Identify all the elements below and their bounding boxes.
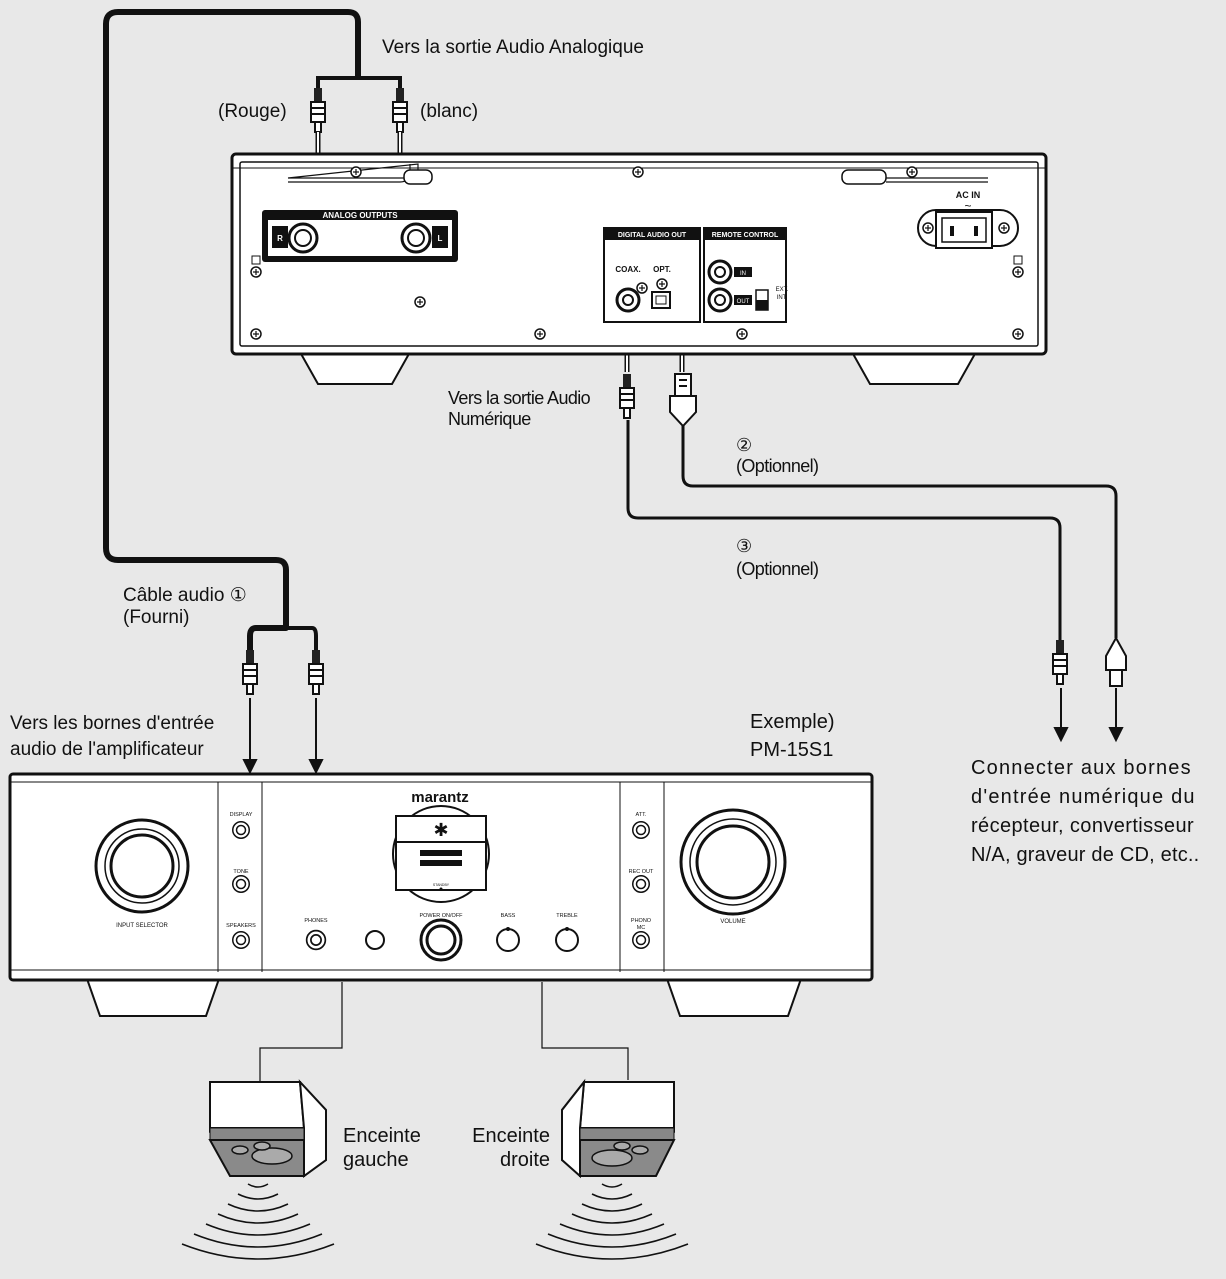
power-label: POWER ON/OFF — [419, 913, 463, 919]
ac-inlet: AC IN ~ — [917, 190, 1019, 249]
analog-outputs-label: ANALOG OUTPUTS — [322, 211, 398, 220]
phono-label: PHONO — [631, 918, 652, 924]
tone-label: TONE — [233, 869, 249, 875]
label-connect-3: récepteur, convertisseur — [971, 815, 1195, 837]
label-option-2-number: ② — [736, 435, 752, 455]
speakers-label: SPEAKERS — [226, 923, 256, 929]
level-meter: ✱ STANDBY — [392, 805, 490, 903]
label-audio-cable-1: Câble audio ① — [123, 585, 247, 606]
opt-label: OPT. — [653, 265, 671, 274]
int-label: INT. — [777, 295, 788, 301]
coax-rca-plug — [619, 373, 635, 419]
optical-plug — [669, 373, 697, 428]
speaker-left — [181, 1079, 335, 1260]
optical-plug-end — [1105, 635, 1127, 687]
bass-knob: BASS — [496, 913, 520, 952]
coax-rca-plug-end — [1052, 639, 1068, 685]
marantz-logo: marantz — [411, 789, 469, 806]
treble-label: TREBLE — [556, 913, 578, 919]
rca-plug-white-top — [392, 87, 408, 133]
label-option-3-number: ③ — [736, 536, 752, 556]
rca-plug-amp-left — [242, 649, 258, 695]
digital-audio-out-label: DIGITAL AUDIO OUT — [618, 232, 687, 239]
coax-label: COAX. — [615, 265, 640, 274]
remote-control-block: REMOTE CONTROL IN OUT EXT. INT. — [703, 227, 789, 323]
label-rouge: (Rouge) — [218, 101, 287, 122]
label-connect-2: d'entrée numérique du — [971, 786, 1196, 808]
speaker-wires — [259, 982, 629, 1082]
speaker-right — [535, 1078, 689, 1260]
ac-symbol: ~ — [964, 199, 971, 213]
standby-label: STANDBY — [433, 883, 450, 887]
rca-plug-amp-right — [308, 649, 324, 695]
label-connect-4: N/A, graveur de CD, etc.. — [971, 844, 1200, 866]
att-label: ATT. — [636, 812, 647, 818]
label-connect-1: Connecter aux bornes — [971, 757, 1192, 779]
label-blanc: (blanc) — [420, 101, 479, 122]
r-label: R — [277, 234, 283, 243]
amplifier-front-panel: marantz INPUT SELECTOR VOLUME DISPLAY TO… — [8, 772, 874, 1017]
volume-knob: VOLUME — [679, 808, 787, 925]
label-example-2: PM-15S1 — [750, 739, 834, 761]
label-speaker-left-1: Enceinte — [343, 1125, 421, 1147]
cd-player-rear-panel: ANALOG OUTPUTS R L DIGITAL AUDIO OUT COA… — [230, 152, 1048, 385]
rec-out-label: REC OUT — [629, 869, 654, 875]
input-selector-knob: INPUT SELECTOR — [94, 818, 190, 929]
analog-outputs-block: ANALOG OUTPUTS R L — [262, 210, 458, 262]
coaxial-cable-3 — [624, 308, 1062, 640]
out-label: OUT — [737, 299, 750, 305]
label-amp-input-2: audio de l'amplificateur — [10, 739, 204, 760]
star-icon: ✱ — [433, 820, 448, 840]
in-label: IN — [740, 271, 746, 277]
ac-in-label: AC IN — [956, 190, 981, 200]
digital-audio-out-block: DIGITAL AUDIO OUT COAX. OPT. — [603, 227, 701, 323]
label-speaker-right-1: Enceinte — [472, 1125, 550, 1147]
phones-label: PHONES — [304, 918, 328, 924]
mc-label: MC — [637, 925, 646, 931]
label-option-3-text: (Optionnel) — [736, 559, 819, 579]
display-label: DISPLAY — [230, 812, 253, 818]
label-analog-output: Vers la sortie Audio Analogique — [382, 37, 644, 58]
label-digital-output-2: Numérique — [448, 409, 531, 429]
rca-plug-red-top — [310, 87, 326, 133]
input-selector-label: INPUT SELECTOR — [116, 923, 168, 929]
label-amp-input-1: Vers les bornes d'entrée — [10, 713, 215, 734]
analog-audio-cable — [103, 9, 402, 650]
arrows — [242, 688, 1124, 775]
label-digital-output-1: Vers la sortie Audio — [448, 388, 591, 408]
label-speaker-left-2: gauche — [343, 1149, 409, 1171]
bass-label: BASS — [501, 913, 516, 919]
ext-label: EXT. — [776, 287, 789, 293]
label-speaker-right-2: droite — [499, 1149, 550, 1171]
l-label: L — [438, 234, 443, 243]
label-example-1: Exemple) — [750, 711, 835, 733]
remote-control-label: REMOTE CONTROL — [712, 232, 779, 239]
label-audio-cable-2: (Fourni) — [123, 607, 190, 628]
volume-label: VOLUME — [720, 919, 745, 925]
treble-knob: TREBLE — [555, 913, 579, 952]
power-button: POWER ON/OFF — [419, 913, 463, 962]
label-option-2-text: (Optionnel) — [736, 456, 819, 476]
